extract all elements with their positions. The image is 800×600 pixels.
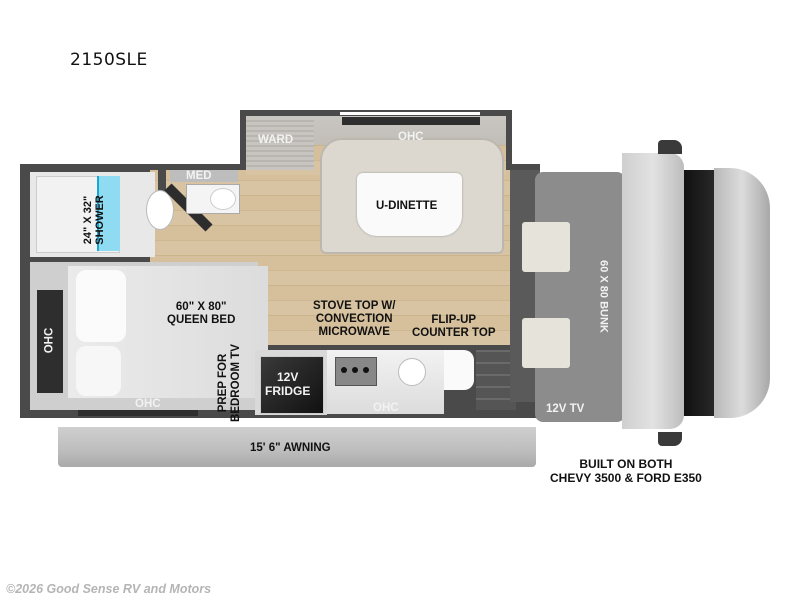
flip-up-line1: FLIP-UP (431, 314, 477, 326)
u-dinette-label: U-DINETTE (376, 200, 438, 212)
prep-tv-label: PREP FOR BEDROOM TV (217, 333, 243, 433)
shower-text: SHOWER (94, 195, 106, 245)
burner (341, 367, 347, 373)
med-label: MED (186, 170, 212, 182)
awning (58, 427, 536, 467)
ward-label: WARD (258, 134, 294, 146)
awning-label: 15' 6" AWNING (250, 442, 331, 454)
model-name: 2150SLE (70, 50, 148, 70)
rear-ohc (37, 290, 63, 393)
queen-bed-label: 60" X 80" QUEEN BED (167, 301, 235, 327)
shower-size: 24" X 32" (82, 195, 94, 245)
wardrobe (246, 118, 314, 170)
kitchen-sink (398, 358, 426, 386)
burner (352, 367, 358, 373)
cab-overhead-bunk (535, 172, 625, 422)
stove-label: STOVE TOP W/ CONVECTION MICROWAVE (313, 300, 395, 339)
chassis-line1: BUILT ON BOTH (579, 457, 673, 471)
flip-up-line2: COUNTER TOP (412, 327, 496, 339)
pillow (76, 270, 126, 342)
sink-basin (210, 188, 236, 210)
mirror (658, 140, 682, 154)
flip-up-label: FLIP-UP COUNTER TOP (412, 314, 496, 340)
shower-label: 24" X 32" SHOWER (82, 180, 106, 260)
floorplan: WARD U-DINETTE OHC 24" X 32" SHOWER MED … (20, 110, 770, 485)
cab-seat (522, 222, 570, 272)
fridge-body (260, 356, 324, 414)
burner (363, 367, 369, 373)
queen-bed-text: QUEEN BED (167, 314, 236, 326)
ohc-top-label: OHC (398, 131, 424, 143)
prep-tv-line1: PREP FOR (217, 353, 229, 413)
fridge-label: 12V FRIDGE (265, 370, 310, 398)
tv-12v-label: 12V TV (546, 403, 585, 415)
prep-tv-line2: BEDROOM TV (230, 344, 242, 422)
ohc-cabinet (78, 410, 198, 416)
hood (714, 168, 770, 418)
shower-glass (97, 176, 120, 251)
dinette-table (357, 173, 462, 236)
mirror (658, 432, 682, 446)
chassis-label: BUILT ON BOTH CHEVY 3500 & FORD E350 (550, 457, 702, 485)
ohc-bed-label: OHC (135, 398, 161, 410)
stove-line2: CONVECTION (315, 313, 393, 325)
flip-up-counter (444, 350, 474, 390)
ohc-cabinet (342, 117, 480, 125)
window (340, 112, 480, 115)
stove-line1: STOVE TOP W/ (313, 300, 396, 312)
fridge-line2: FRIDGE (265, 384, 311, 398)
queen-bed-size: 60" X 80" (175, 301, 227, 313)
stove-line3: MICROWAVE (318, 326, 390, 338)
ohc-kitchen-label: OHC (373, 402, 399, 414)
toilet (146, 190, 174, 230)
chassis-line2: CHEVY 3500 & FORD E350 (550, 471, 702, 485)
ohc-rear-label: OHC (43, 327, 56, 354)
cab-seat (522, 318, 570, 368)
entry-steps (476, 350, 516, 410)
bunk-label: 60 X 80 BUNK (597, 260, 610, 333)
copyright: ©2026 Good Sense RV and Motors (6, 582, 212, 596)
cab-roof (622, 153, 684, 429)
pillow (76, 346, 121, 396)
med-cabinet (170, 170, 238, 182)
fridge-line1: 12V (276, 370, 299, 384)
